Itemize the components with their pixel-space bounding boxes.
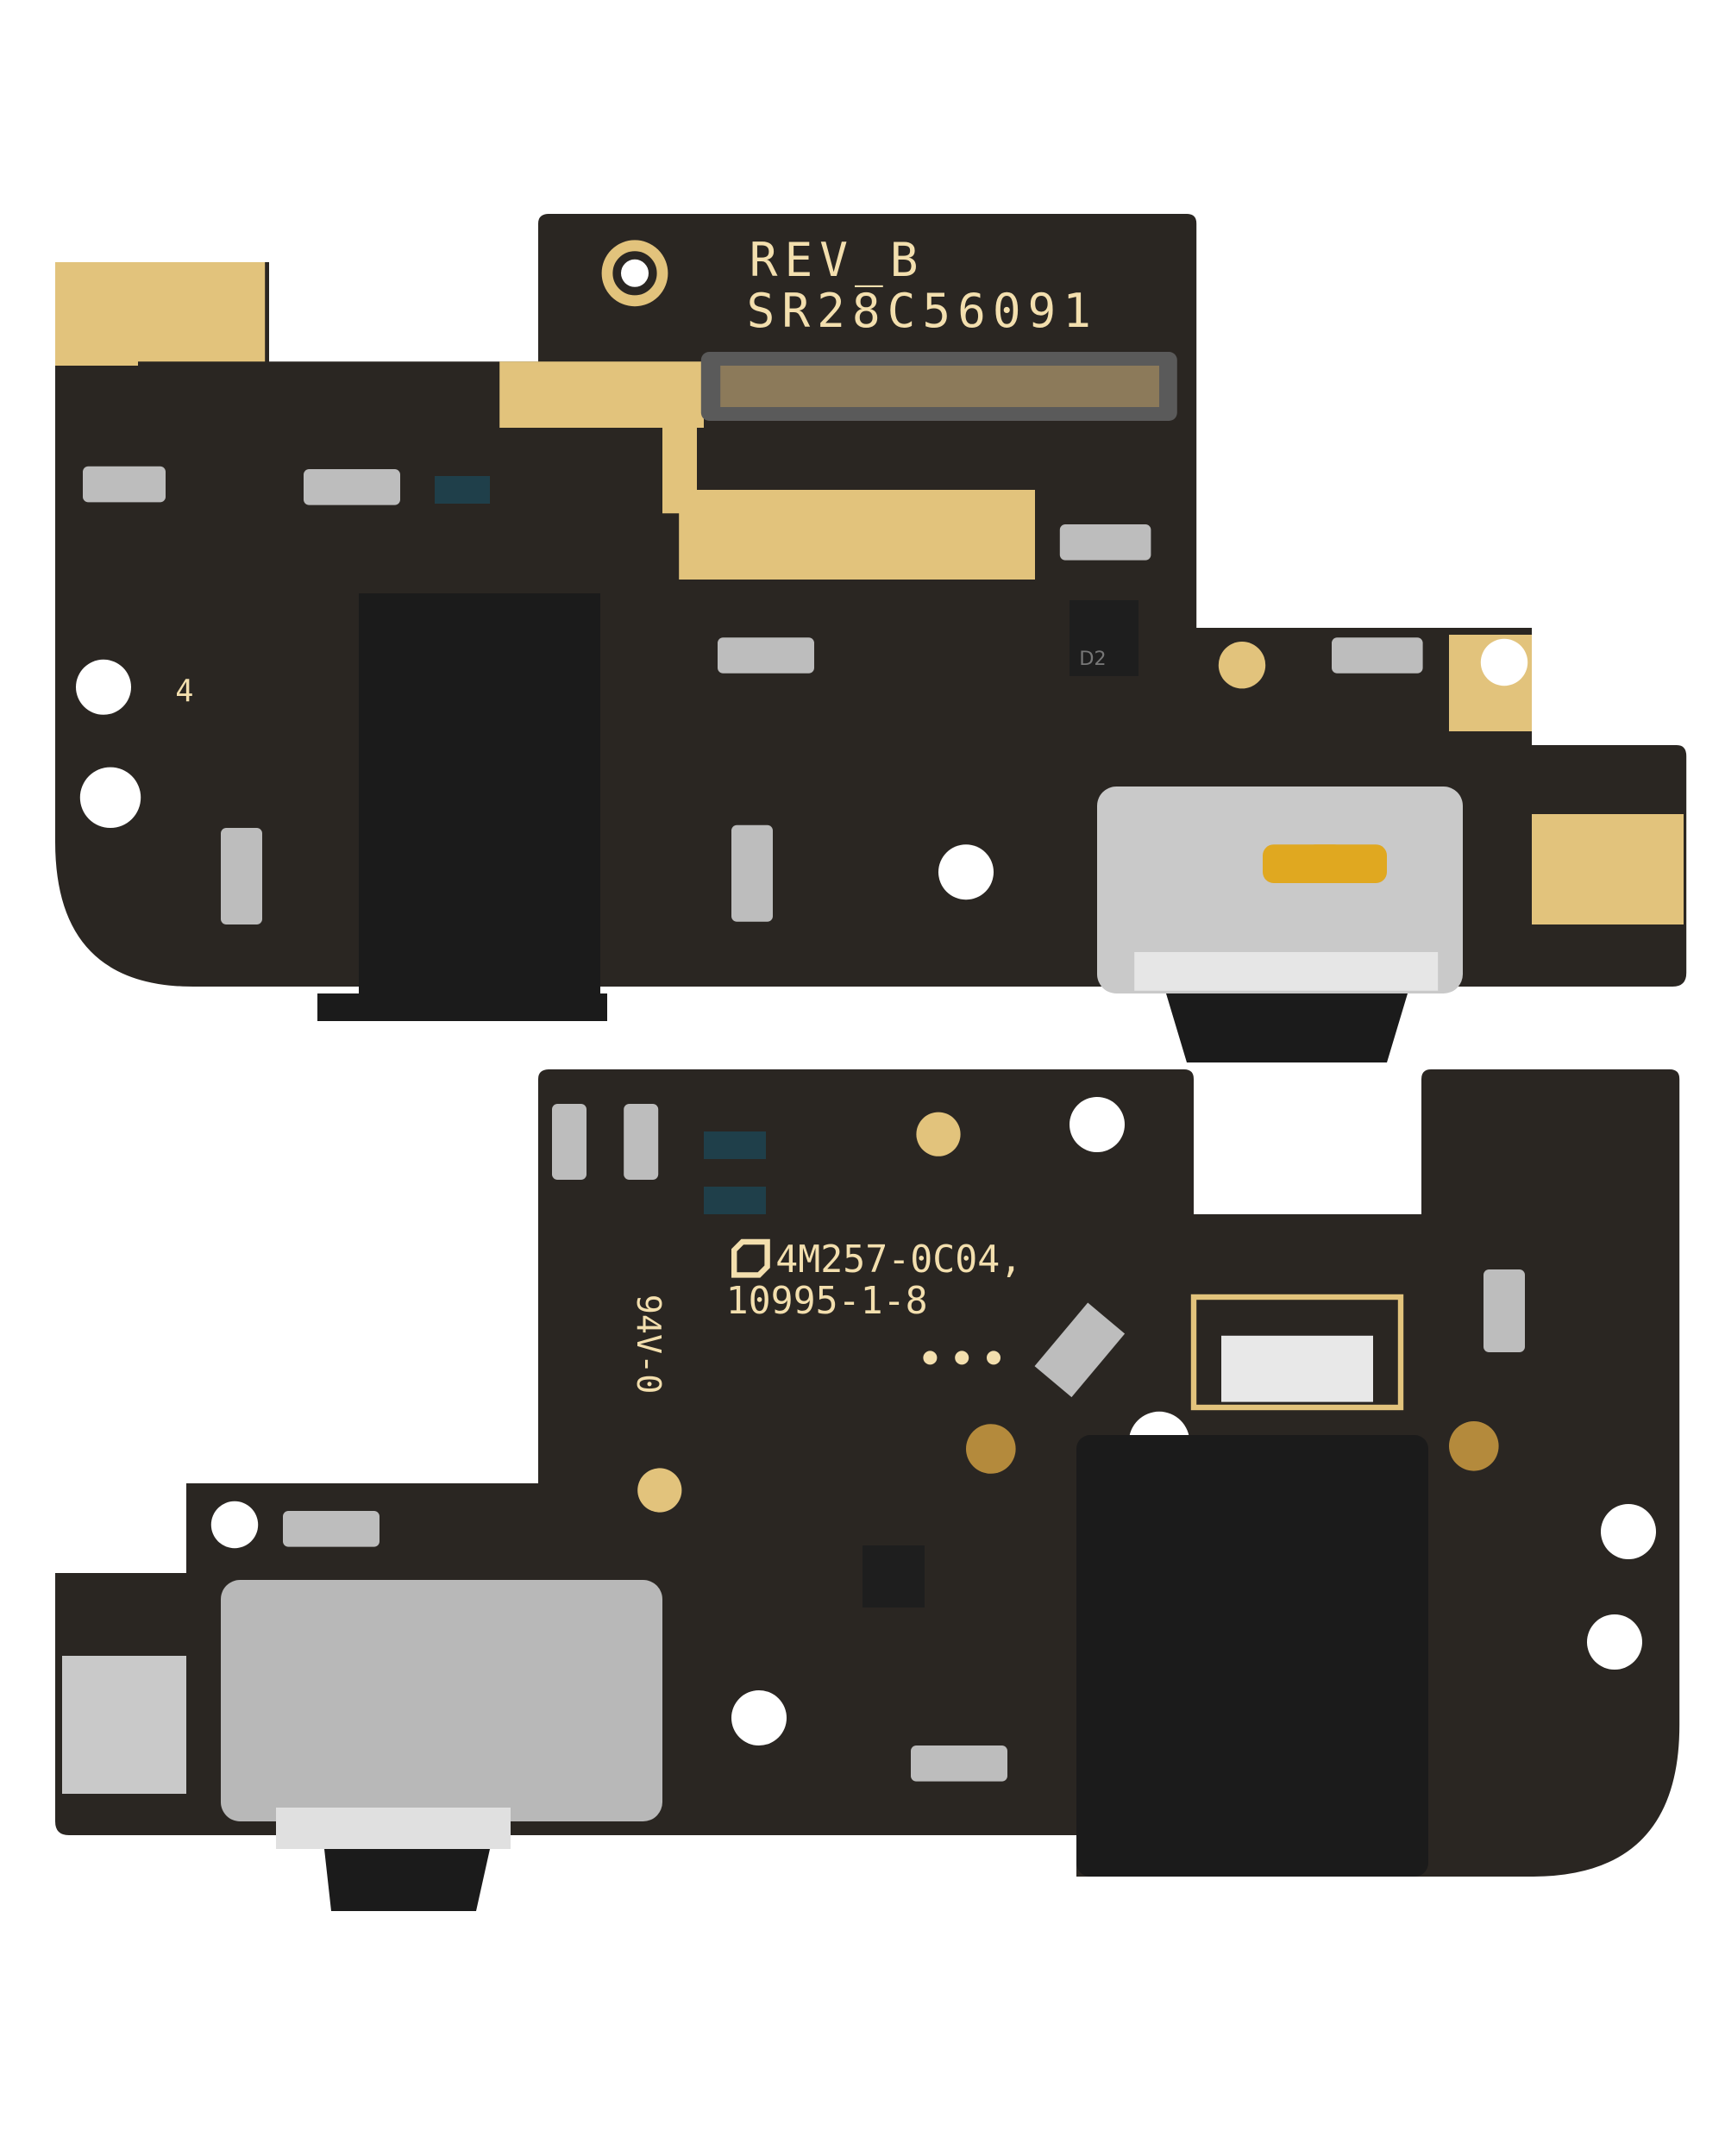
gold-shield-left [55, 262, 266, 366]
label-outline [1190, 1294, 1404, 1411]
screw-holes-bottom [210, 1097, 1656, 1745]
flammability-rating: 94V-0 [629, 1294, 668, 1395]
code-line-2: 10995-1-8 [726, 1280, 928, 1323]
bottom-charging-board: 4M257-0C04, 10995-1-8 94V-0 [55, 1069, 1680, 1911]
manufacturer-logo [731, 1238, 770, 1278]
gold-via [916, 1112, 961, 1156]
white-label [1221, 1335, 1373, 1402]
headphone-jack-bottom [1076, 1435, 1428, 1877]
top-charging-board: REV_B SR28C56091 4 D2 [55, 214, 1687, 1062]
marker-number: 4 [175, 674, 193, 709]
metal-bracket [62, 1656, 186, 1794]
code-line-1: 4M257-0C04, [775, 1238, 1022, 1282]
connector-pins [720, 366, 1159, 407]
screw-holes [76, 259, 1528, 900]
gold-pad-right [1532, 814, 1684, 924]
headphone-jack [317, 593, 607, 1021]
silk-dots [923, 1351, 1000, 1365]
smd-components [83, 466, 1423, 924]
chip-marking: D2 [1079, 648, 1107, 670]
revision-label: REV_B [750, 233, 925, 287]
gold-ring [601, 240, 668, 307]
smd-components-bottom [283, 1104, 1525, 1782]
gold-shield-center [499, 361, 1035, 580]
gold-via [637, 1468, 682, 1513]
part-number: SR28C56091 [747, 284, 1098, 338]
usb-c-port [1097, 787, 1463, 1062]
gold-via [1218, 642, 1266, 689]
usb-c-port-bottom [221, 1580, 662, 1911]
